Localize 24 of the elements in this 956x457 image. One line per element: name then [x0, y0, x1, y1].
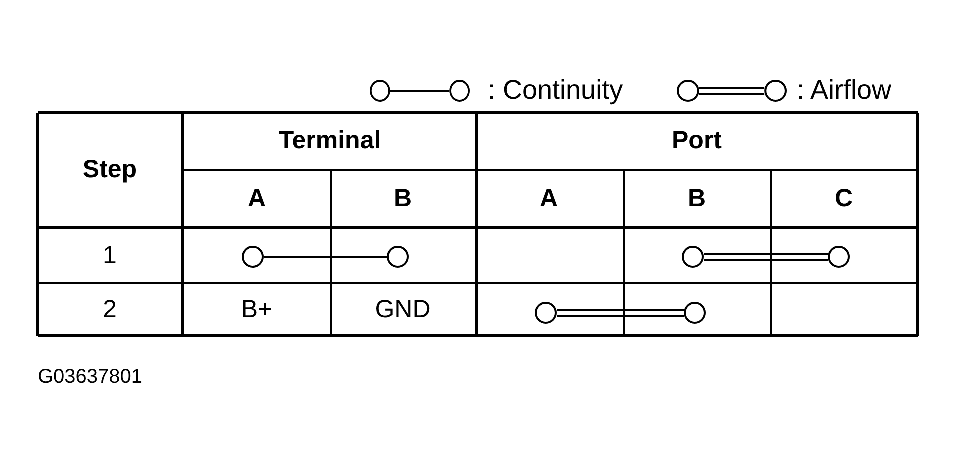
column-header: C — [834, 186, 854, 212]
legend-text: : Airflow — [797, 77, 892, 104]
column-header: A — [248, 186, 266, 212]
step-number: 2 — [103, 298, 117, 322]
legend-text: : Continuity — [488, 77, 624, 104]
terminal-circle — [535, 302, 557, 324]
step-number: 1 — [103, 244, 117, 268]
column-header: Port — [672, 128, 722, 154]
figure-code: G03637801 — [38, 367, 143, 387]
terminal-circle — [387, 246, 409, 268]
column-header: B — [394, 186, 412, 212]
terminal-circle — [828, 246, 850, 268]
column-header: Terminal — [278, 128, 382, 154]
terminal-circle — [682, 246, 704, 268]
terminal-circle — [684, 302, 706, 324]
column-header: Step — [82, 158, 138, 182]
continuity-line — [264, 256, 387, 258]
airflow-line — [556, 309, 685, 317]
cell-text: GND — [375, 298, 431, 322]
column-header: A — [540, 186, 558, 212]
column-header: B — [688, 186, 706, 212]
airflow-line — [703, 253, 829, 261]
terminal-circle — [242, 246, 264, 268]
cell-text: B+ — [241, 298, 273, 322]
